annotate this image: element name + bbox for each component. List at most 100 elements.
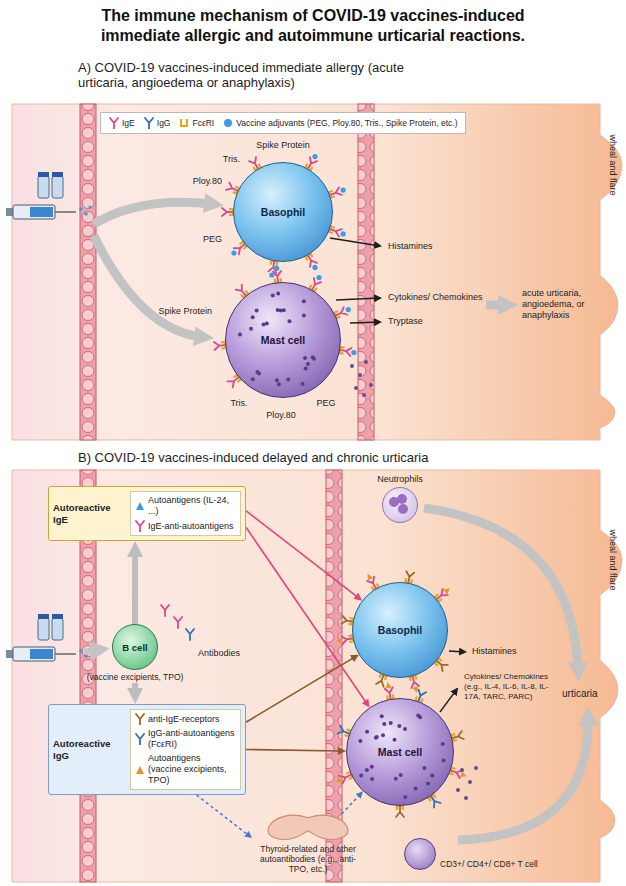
cell-name: B cell bbox=[122, 642, 147, 653]
released-granule bbox=[456, 788, 460, 792]
granule bbox=[302, 299, 306, 303]
granule bbox=[426, 782, 430, 786]
side-label: wheal and flare bbox=[607, 134, 618, 195]
granule bbox=[238, 333, 242, 337]
mast-cell: Mast cell bbox=[346, 698, 454, 806]
item-panel: anti-IgE-receptorsIgG-anti-autoantigens … bbox=[130, 709, 241, 790]
released-granule bbox=[460, 768, 464, 772]
connector bbox=[342, 794, 361, 814]
mediator-label: Cytokines/ Chemokines (e.g., IL-4, IL-6,… bbox=[464, 672, 558, 702]
nucleus bbox=[383, 488, 416, 521]
adjuvant-dot bbox=[346, 307, 351, 312]
granule bbox=[441, 742, 445, 746]
granule bbox=[414, 787, 418, 791]
mediator-label: Histamines bbox=[472, 646, 517, 657]
receptor-antibody bbox=[453, 731, 464, 739]
panel-heading: B) COVID-19 vaccines-induced delayed and… bbox=[78, 450, 428, 465]
legend-swatch bbox=[224, 119, 232, 127]
symbol-icon bbox=[135, 764, 145, 776]
granule bbox=[375, 735, 379, 739]
neutrophil-cell: Neutrophils bbox=[368, 474, 432, 523]
antigen-symbol bbox=[136, 502, 144, 510]
vessel-wall bbox=[80, 104, 96, 440]
basophil-cell: Basophil bbox=[352, 582, 448, 678]
released-granule bbox=[369, 383, 373, 387]
granule bbox=[374, 736, 378, 740]
released-granule bbox=[354, 386, 358, 390]
free-antibody bbox=[174, 617, 182, 628]
receptor-antibody bbox=[337, 307, 348, 315]
adjuvant-dot bbox=[312, 154, 317, 159]
receptor-antibody bbox=[341, 616, 352, 624]
panel-heading: A) COVID-19 vaccines-induced immediate a… bbox=[78, 60, 408, 90]
granule bbox=[403, 727, 407, 731]
t-cell: CD3+/ CD4+/ CD8+ T cell bbox=[404, 838, 554, 870]
syringe-icon bbox=[6, 172, 92, 219]
legend-text: IgE bbox=[122, 118, 135, 129]
adjuvant-label: Tris. bbox=[230, 398, 247, 409]
receptor-antibody bbox=[406, 571, 414, 582]
flow-arrow bbox=[424, 508, 578, 670]
receptor-symbol bbox=[181, 119, 187, 126]
granule bbox=[301, 382, 305, 386]
antibody-symbol bbox=[136, 734, 144, 745]
release-arrow bbox=[440, 689, 457, 712]
adjuvant-label: Ploy.80 bbox=[193, 176, 222, 187]
nucleus-lobe bbox=[398, 504, 408, 514]
item-text: anti-IgE-receptors bbox=[148, 714, 220, 725]
cell-name: Basophil bbox=[378, 624, 422, 636]
connector bbox=[246, 527, 367, 703]
item-text: Autoantigens (vaccine excipients, TPO) bbox=[148, 753, 236, 786]
basophil-cell: Basophil bbox=[233, 162, 333, 262]
autoantigen bbox=[412, 686, 418, 693]
granule bbox=[397, 724, 401, 728]
granule bbox=[365, 768, 369, 772]
granule bbox=[370, 765, 374, 769]
antibody-symbol bbox=[110, 118, 118, 129]
granule bbox=[279, 308, 283, 312]
flow-arrow bbox=[94, 202, 212, 224]
granule bbox=[418, 715, 422, 719]
autoantigen bbox=[336, 777, 343, 782]
symbol-icon bbox=[144, 117, 154, 129]
antigen-symbol bbox=[136, 766, 144, 774]
connector bbox=[246, 657, 355, 722]
granule bbox=[430, 773, 434, 777]
symbol-icon bbox=[135, 713, 145, 725]
release-arrow bbox=[330, 238, 380, 246]
release-arrow bbox=[449, 651, 465, 652]
b-cell-body: B cell bbox=[112, 624, 158, 670]
connector bbox=[246, 511, 358, 598]
granule bbox=[275, 378, 279, 382]
granule bbox=[380, 714, 384, 718]
connector bbox=[132, 683, 138, 694]
thyroid-shape bbox=[252, 814, 364, 842]
granule bbox=[394, 777, 398, 781]
item-row: IgE-anti-autoantigens bbox=[135, 520, 236, 532]
autoantigen bbox=[386, 682, 392, 688]
granule bbox=[302, 314, 306, 318]
granule bbox=[311, 355, 315, 359]
free-antibody bbox=[161, 605, 169, 616]
adjuvant-label: Tris. bbox=[223, 154, 240, 165]
adjuvant-dot bbox=[274, 266, 279, 271]
granule bbox=[276, 292, 280, 296]
connector bbox=[197, 795, 249, 835]
granule bbox=[365, 730, 369, 734]
release-arrow bbox=[336, 298, 380, 300]
syringe-icon bbox=[6, 614, 92, 661]
granule bbox=[286, 377, 290, 381]
symbol-icon bbox=[135, 733, 145, 745]
adjuvant-label: PEG bbox=[316, 398, 335, 409]
granule bbox=[251, 377, 255, 381]
box-title: Autoreactive IgE bbox=[53, 502, 125, 526]
vessel-wall bbox=[358, 104, 374, 440]
t-cell-body bbox=[404, 838, 436, 870]
nucleus-lobe bbox=[397, 494, 407, 504]
cell-name: CD3+/ CD4+/ CD8+ T cell bbox=[440, 859, 538, 870]
receptor-antibody bbox=[419, 690, 427, 701]
granule bbox=[304, 367, 308, 371]
released-granule bbox=[358, 373, 362, 377]
granule bbox=[382, 722, 386, 726]
granule bbox=[399, 773, 403, 777]
